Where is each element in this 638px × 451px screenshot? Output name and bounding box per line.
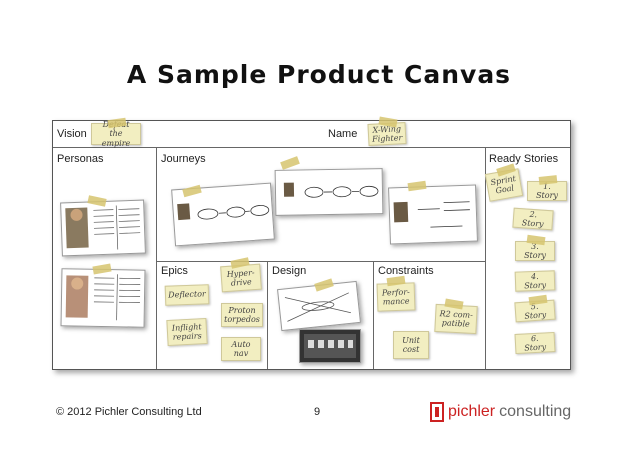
- personas-label: Personas: [57, 153, 104, 165]
- journey-drawing: [393, 201, 470, 228]
- persona-drawing: [65, 205, 141, 250]
- constraint-note-performance: Perfor-mance: [376, 282, 416, 312]
- epic-note-hyperdrive: Hyper-drive: [220, 263, 262, 293]
- story-note-6: 6. Story: [514, 331, 556, 355]
- epic-note-inflight-repairs: Inflight repairs: [166, 317, 208, 347]
- story-note-2: 2. Story: [512, 207, 554, 231]
- constraint-note-unit-cost: Unit cost: [393, 331, 429, 359]
- journey-drawing: [283, 182, 379, 198]
- persona-sketch-1: [60, 199, 146, 257]
- journey-drawing: [177, 203, 270, 221]
- journey-sketch-2: [274, 168, 384, 216]
- personas-divider: [156, 147, 157, 369]
- ready-stories-label: Ready Stories: [489, 153, 559, 165]
- story-note-4: 4. Story: [514, 270, 556, 292]
- logo-secondary-text: consulting: [499, 403, 572, 420]
- journey-sketch-3: [388, 184, 478, 245]
- epics-label: Epics: [161, 265, 188, 277]
- journey-sketch-1: [171, 182, 275, 247]
- epic-note-proton-torpedos: Proton torpedos: [221, 303, 263, 327]
- xwing-drawing: [284, 292, 351, 322]
- vision-label: Vision: [57, 128, 87, 140]
- journeys-label: Journeys: [161, 153, 206, 165]
- pichler-logo: pichler consulting: [430, 401, 600, 423]
- epics-divider: [267, 261, 268, 369]
- page-title: A Sample Product Canvas: [126, 60, 512, 89]
- footer-page-number: 9: [314, 406, 321, 418]
- cockpit-drawing: [304, 334, 356, 358]
- journeys-divider: [156, 261, 485, 262]
- design-sketch-xwing: [277, 280, 361, 332]
- persona-drawing: [65, 274, 141, 321]
- ready-stories-divider: [485, 147, 486, 369]
- logo-primary-text: pichler: [448, 403, 496, 420]
- design-sketch-cockpit: [299, 329, 361, 363]
- design-divider: [373, 261, 374, 369]
- name-label: Name: [328, 128, 358, 140]
- epic-note-auto-nav: Auto nav: [221, 337, 261, 361]
- tape: [280, 156, 300, 170]
- design-label: Design: [272, 265, 307, 277]
- product-canvas: Vision Name Personas Journeys Ready Stor…: [52, 116, 571, 370]
- constraints-label: Constraints: [378, 265, 434, 277]
- epic-note-deflector: Deflector: [164, 284, 210, 306]
- footer-copyright: © 2012 Pichler Consulting Ltd: [56, 406, 202, 418]
- vision-row-divider: [53, 147, 570, 148]
- pichler-logo-icon: [430, 402, 444, 422]
- persona-sketch-2: [60, 268, 146, 328]
